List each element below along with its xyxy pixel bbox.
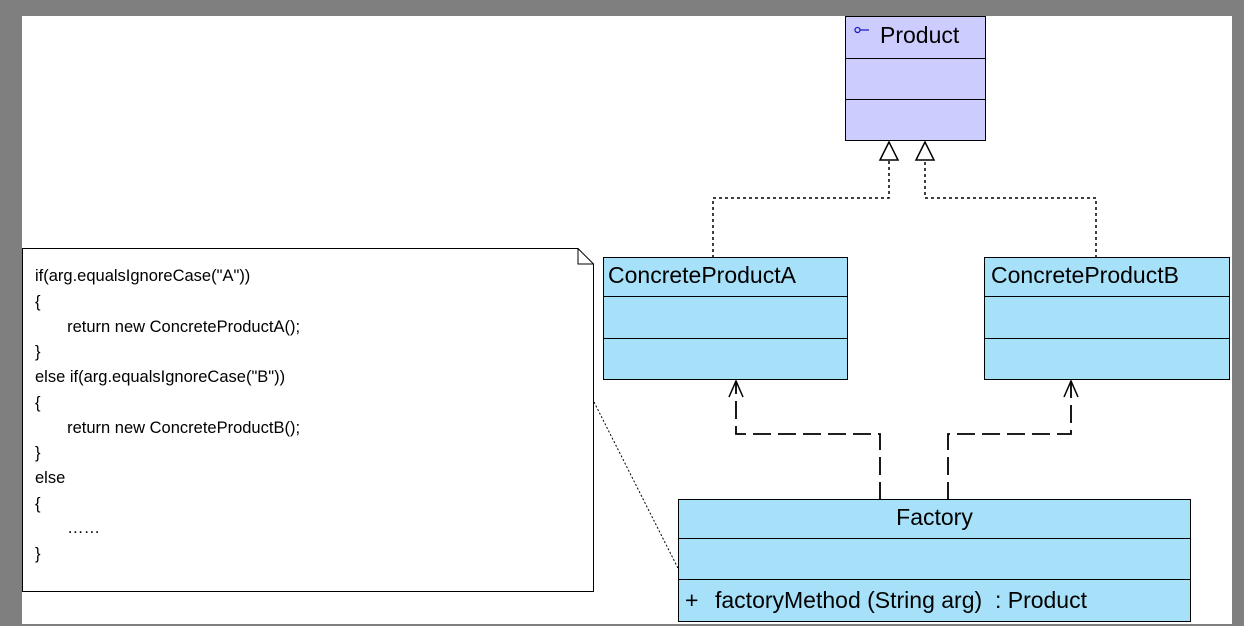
concrete-product-a-class[interactable]: ConcreteProductA: [603, 257, 848, 380]
note-line: }: [35, 343, 41, 361]
note-line: if(arg.equalsIgnoreCase("A")): [35, 267, 251, 285]
realization-line-a: [712, 160, 890, 258]
concrete-product-a-methods-compartment: [604, 338, 847, 379]
concrete-product-a-class-name: ConcreteProductA: [608, 262, 796, 288]
dependency-line-b: [947, 383, 1072, 500]
note-line: {: [35, 495, 41, 513]
note-shape: [22, 248, 594, 592]
concrete-product-b-class[interactable]: ConcreteProductB: [984, 257, 1230, 380]
note-line: else: [35, 469, 66, 487]
note-line: return new ConcreteProductA();: [35, 318, 301, 336]
factory-methods-compartment: + factoryMethod (String arg) : Product: [679, 579, 1190, 621]
code-note[interactable]: if(arg.equalsIgnoreCase("A")) { return n…: [22, 248, 594, 592]
concrete-product-b-methods-compartment: [985, 338, 1229, 379]
note-line: else if(arg.equalsIgnoreCase("B")): [35, 368, 286, 386]
factory-method-visibility: +: [685, 587, 699, 613]
realization-arrowhead-b: [914, 140, 936, 161]
concrete-product-b-attributes-compartment: [985, 296, 1229, 338]
note-line: {: [35, 293, 41, 311]
note-line: return new ConcreteProductB();: [35, 419, 301, 437]
realization-arrowhead-a: [878, 140, 900, 161]
concrete-product-b-class-name: ConcreteProductB: [991, 262, 1179, 288]
realization-line-b: [924, 160, 1097, 258]
interface-icon: [854, 26, 869, 34]
note-line: {: [35, 394, 41, 412]
factory-attributes-compartment: [679, 538, 1190, 579]
dependency-arrowhead-a: [728, 379, 744, 398]
factory-class[interactable]: Factory + factoryMethod (String arg) : P…: [678, 499, 1191, 622]
product-methods-compartment: [846, 99, 985, 140]
factory-class-name: Factory: [896, 504, 973, 530]
factory-method-signature: factoryMethod (String arg) : Product: [715, 587, 1087, 613]
note-line: }: [35, 545, 41, 563]
product-class-name: Product: [880, 22, 960, 48]
note-anchor-line: [593, 401, 689, 589]
product-class[interactable]: Product: [845, 16, 986, 141]
dependency-arrowhead-b: [1063, 379, 1079, 398]
note-line: }: [35, 444, 41, 462]
note-line: ……: [35, 519, 101, 537]
dependency-line-a: [735, 383, 881, 500]
concrete-product-a-attributes-compartment: [604, 296, 847, 338]
product-attributes-compartment: [846, 58, 985, 99]
